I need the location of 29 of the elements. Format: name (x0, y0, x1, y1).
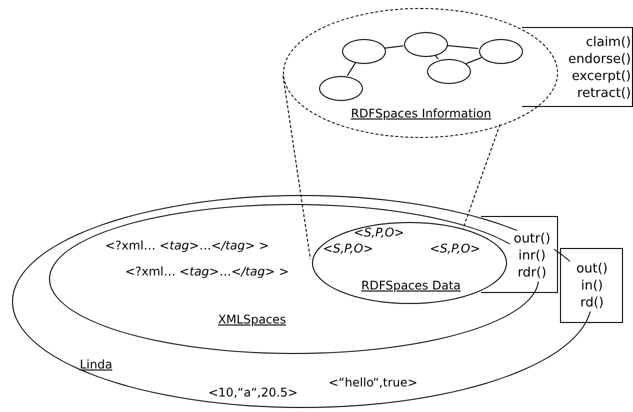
graph-edge (466, 57, 482, 64)
tuple-text: <?xml… <tag>…</tag> > (105, 238, 269, 254)
graph-node-circle (479, 39, 523, 64)
tuple-text: <10,“a“,20.5> (208, 386, 298, 400)
operations-list: claim() endorse() excerpt() retract() (535, 34, 631, 102)
tuple-text: <“hello“,true> (328, 376, 418, 390)
space-name: XMLSpaces (218, 312, 286, 328)
graph-edge (446, 45, 479, 49)
projection-line (462, 124, 500, 229)
triple-text: <S,P,O> (430, 242, 480, 256)
space-name: RDFSpaces Data (361, 278, 461, 294)
graph-node-circle (404, 32, 448, 57)
tuple-text: <?xml… <tag>…</tag> > (125, 264, 289, 280)
triple-text: <S,P,O> (322, 242, 374, 256)
triple-text: <S,P,O> (354, 226, 404, 240)
operations-list: outr() inr() rdr() (510, 230, 554, 282)
graph-edge (384, 45, 404, 49)
graph-node-circle (342, 39, 386, 64)
space-name: Linda (80, 358, 112, 372)
operations-box (522, 27, 633, 107)
magnified-space-ellipse (283, 8, 558, 138)
tuple-space-ellipse (312, 222, 507, 304)
operations-box (560, 248, 623, 323)
graph-node-circle (319, 76, 363, 101)
operations-box (481, 216, 558, 293)
graph-node-circle (427, 59, 471, 84)
graph-edge (346, 62, 356, 76)
projection-line (282, 75, 311, 260)
space-name: RDFSpaces Information (350, 106, 492, 122)
